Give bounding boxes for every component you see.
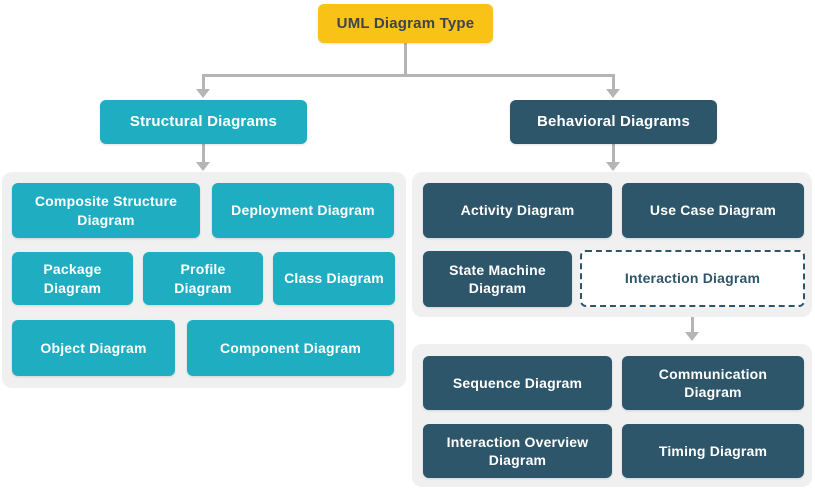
node-use-case-diagram-label: Use Case Diagram [649,202,777,219]
node-deployment-diagram-label: Deployment Diagram [231,202,375,219]
node-sequence-diagram: Sequence Diagram [423,356,612,410]
node-timing-diagram: Timing Diagram [622,424,804,478]
connector-structural-arrow-icon [196,89,210,98]
connector-structural-group-arrow-icon [196,162,210,171]
node-uml-diagram-type-label: UML Diagram Type [336,14,475,32]
node-class-diagram: Class Diagram [273,252,395,305]
connector-behavioral-group-stem [612,144,615,163]
node-composite-structure-diagram-label: Composite Structure Diagram [34,193,178,228]
node-composite-structure-diagram: Composite Structure Diagram [12,183,200,238]
node-sequence-diagram-label: Sequence Diagram [452,374,583,391]
node-structural-diagrams-label: Structural Diagrams [129,113,278,131]
node-class-diagram-label: Class Diagram [284,270,384,287]
node-component-diagram: Component Diagram [187,320,394,376]
connector-structural-drop [202,74,205,90]
node-package-diagram-label: Package Diagram [43,261,102,296]
connector-structural-group-stem [202,144,205,163]
node-object-diagram: Object Diagram [12,320,175,376]
node-interaction-overview-diagram-label: Interaction Overview Diagram [446,433,589,468]
node-profile-diagram: Profile Diagram [143,252,263,305]
connector-interaction-stem [691,308,694,333]
node-communication-diagram: Communication Diagram [622,356,804,410]
node-activity-diagram: Activity Diagram [423,183,612,238]
connector-behavioral-group-arrow-icon [606,162,620,171]
connector-branch-rail [202,74,615,77]
connector-behavioral-arrow-icon [606,89,620,98]
node-state-machine-diagram: State Machine Diagram [423,251,572,307]
node-timing-diagram-label: Timing Diagram [658,442,768,459]
node-profile-diagram-label: Profile Diagram [174,261,232,296]
node-interaction-overview-diagram: Interaction Overview Diagram [423,424,612,478]
node-deployment-diagram: Deployment Diagram [212,183,394,238]
node-component-diagram-label: Component Diagram [219,339,362,356]
node-uml-diagram-type: UML Diagram Type [318,4,493,43]
node-activity-diagram-label: Activity Diagram [460,202,575,219]
node-structural-diagrams: Structural Diagrams [100,100,307,144]
connector-root-stem [404,43,407,77]
node-interaction-diagram-label: Interaction Diagram [624,270,761,287]
node-communication-diagram-label: Communication Diagram [658,365,768,400]
node-behavioral-diagrams-label: Behavioral Diagrams [536,113,691,131]
connector-behavioral-drop [612,74,615,90]
node-package-diagram: Package Diagram [12,252,133,305]
node-use-case-diagram: Use Case Diagram [622,183,804,238]
node-interaction-diagram: Interaction Diagram [580,250,805,307]
node-object-diagram-label: Object Diagram [40,339,147,356]
node-behavioral-diagrams: Behavioral Diagrams [510,100,717,144]
node-state-machine-diagram-label: State Machine Diagram [449,261,546,296]
connector-interaction-arrow-icon [685,332,699,341]
